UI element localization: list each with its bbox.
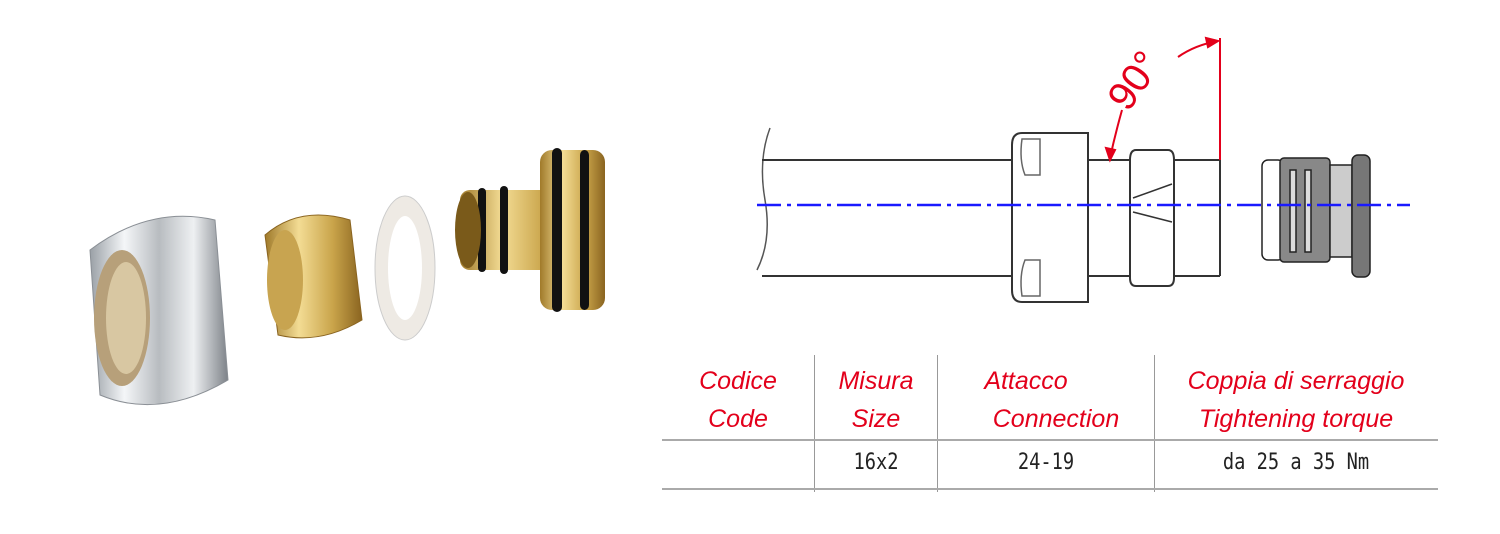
product-photo [89, 148, 605, 406]
header-en: Connection [992, 405, 1120, 433]
header-it: Coppia di serraggio [1187, 367, 1405, 395]
table-bottom-rule [662, 488, 1438, 490]
header-en: Code [708, 405, 768, 433]
table-divider [1154, 355, 1155, 492]
header-en: Tightening torque [1198, 405, 1394, 433]
brass-split-ring [264, 214, 363, 339]
header-code: Codice Code [662, 362, 814, 438]
nut-drawing [1011, 132, 1089, 303]
table-divider [814, 355, 815, 492]
chrome-nut [89, 215, 229, 406]
cell-size: 16x2 [853, 450, 899, 475]
white-washer [374, 195, 436, 341]
header-en: Size [851, 405, 901, 433]
technical-drawing: 90° [756, 36, 1410, 303]
brass-insert [455, 148, 605, 312]
angle-dimension [1104, 36, 1221, 163]
cell-connection: 24-19 [1017, 450, 1075, 475]
angle-label: 90° [1099, 43, 1170, 118]
olive-drawing [1129, 149, 1175, 287]
table-header-rule [662, 439, 1438, 441]
header-connection: Attacco Connection [938, 362, 1174, 438]
header-size: Misura Size [815, 362, 937, 438]
header-it: Attacco [984, 367, 1068, 395]
header-torque: Coppia di serraggio Tightening torque [1155, 362, 1437, 438]
table-divider [937, 355, 938, 492]
header-it: Misura [838, 367, 914, 395]
header-it: Codice [699, 367, 777, 395]
insert-drawing [1261, 154, 1371, 278]
cell-torque: da 25 a 35 Nm [1222, 450, 1370, 475]
